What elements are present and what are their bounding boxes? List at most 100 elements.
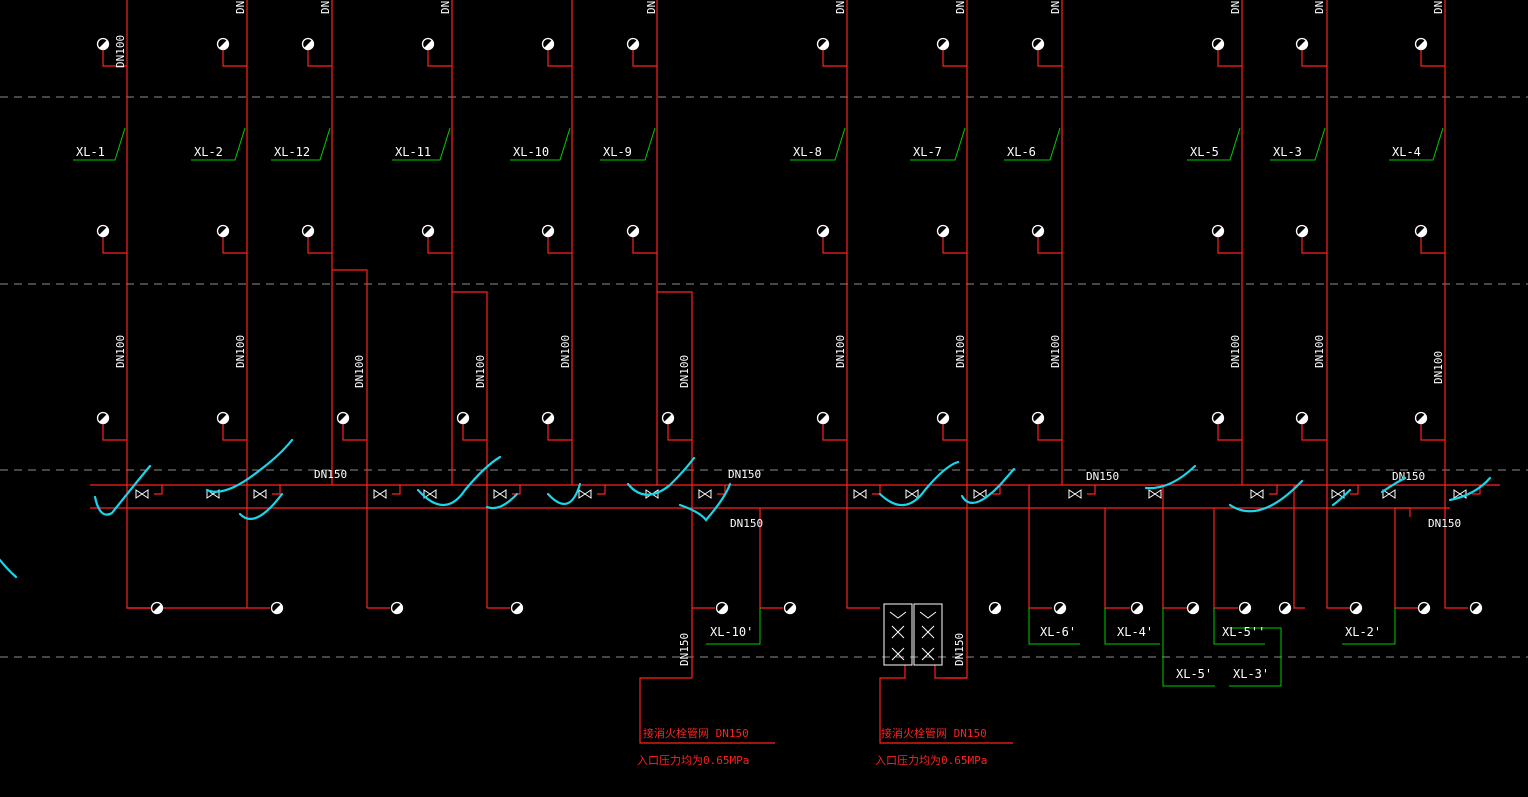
riser-label: XL-6 xyxy=(1007,145,1036,159)
pipe-segment xyxy=(942,237,967,254)
hydrant-symbol xyxy=(626,37,640,51)
pipe-size-label: DN100 xyxy=(1229,335,1242,368)
valve-symbol xyxy=(973,489,987,499)
hydrant-fill xyxy=(99,227,109,237)
hydrant-symbol xyxy=(421,224,435,238)
valve-symbol xyxy=(253,489,267,499)
valve-assembly-frame xyxy=(883,603,913,666)
hydrant-symbol xyxy=(1211,224,1225,238)
pipe-segment xyxy=(667,424,692,441)
hydrant-fill xyxy=(939,227,949,237)
pipe-segment xyxy=(392,485,401,495)
hydrant-symbol xyxy=(1211,411,1225,425)
pipe-size-label: DN100 xyxy=(114,335,127,368)
lower-riser-label: XL-2' xyxy=(1345,625,1381,639)
hydrant-symbol xyxy=(1130,601,1144,615)
valve-assembly-frame xyxy=(913,603,943,666)
pipe-size-label: DN150 xyxy=(730,517,763,530)
inlet-note: 接消火栓管网 DN150 xyxy=(881,726,987,740)
valve-symbol xyxy=(1331,489,1345,499)
inlet-pressure-note: 入口压力均为0.65MPa xyxy=(875,754,987,767)
pipe-segment xyxy=(717,485,726,495)
markup-stroke xyxy=(546,482,582,505)
hydrant-fill xyxy=(544,414,554,424)
riser-label-leader xyxy=(191,127,246,161)
pipe-segment xyxy=(822,237,847,254)
pipe-size-label: DN100 xyxy=(474,355,487,388)
hydrant-fill xyxy=(1214,414,1224,424)
pipe-segment xyxy=(759,508,783,609)
pipe-segment xyxy=(547,50,572,67)
hydrant-fill xyxy=(1417,414,1427,424)
pipe-size-label: DN150 xyxy=(728,468,761,481)
hydrant-symbol xyxy=(1211,37,1225,51)
lower-riser-leader xyxy=(1104,608,1160,645)
pipe-size-label: DN150 xyxy=(953,633,966,666)
inlet-note: 接消火栓管网 DN150 xyxy=(643,726,749,740)
riser-label-leader xyxy=(600,127,656,161)
pipe-segment xyxy=(1420,50,1445,67)
pipe-segment xyxy=(632,237,657,254)
valve-body xyxy=(253,489,267,499)
pipe-size-label: DN100 xyxy=(439,0,452,14)
pipe-size-label: DN100 xyxy=(319,0,332,14)
valve-body xyxy=(853,489,867,499)
hydrant-fill xyxy=(786,604,796,614)
pipe-size-label: DN100 xyxy=(834,0,847,14)
valve-body xyxy=(1453,489,1467,499)
hydrant-fill xyxy=(1298,414,1308,424)
hydrant-symbol xyxy=(783,601,797,615)
lower-riser-label: XL-5'' xyxy=(1222,625,1265,639)
pipe-size-label: DN100 xyxy=(1049,0,1062,14)
riser-label-leader xyxy=(73,127,126,161)
markup-stroke xyxy=(485,492,519,510)
floor-lines xyxy=(0,96,1528,658)
hydrant-fill xyxy=(1352,604,1362,614)
hydrant-fill xyxy=(718,604,728,614)
valve-assembly-box xyxy=(913,603,943,666)
valve-symbol xyxy=(493,489,507,499)
valve-body xyxy=(135,489,149,499)
pipe-segment xyxy=(154,485,163,495)
pipe-segment xyxy=(1028,485,1052,609)
markup-stroke xyxy=(1228,479,1304,513)
pipe-segment xyxy=(822,50,847,67)
riser-label-leader xyxy=(392,127,451,161)
pipe-segment xyxy=(1269,485,1278,495)
valve-symbol xyxy=(905,489,919,499)
hydrant-symbol xyxy=(1414,411,1428,425)
hydrant-symbol xyxy=(1031,411,1045,425)
pipe-size-label: DN150 xyxy=(678,633,691,666)
pipe-size-label: DN150 xyxy=(1392,470,1425,483)
hydrant-symbol xyxy=(816,37,830,51)
riser-label-leader xyxy=(510,127,571,161)
valve-body xyxy=(206,489,220,499)
pipe-segment xyxy=(992,485,1001,495)
markup-stroke xyxy=(93,464,152,516)
hydrant-symbol xyxy=(1414,37,1428,51)
pipe-segment xyxy=(1037,50,1062,67)
hydrant-fill xyxy=(424,227,434,237)
hydrant-fill xyxy=(1472,604,1482,614)
pipe-segment xyxy=(547,237,572,254)
hydrant-fill xyxy=(1417,40,1427,50)
pipe-segment xyxy=(1444,485,1468,609)
pipe-segment xyxy=(597,485,606,495)
pipe-segment xyxy=(822,424,847,441)
lower-riser-label: XL-3' xyxy=(1233,667,1269,681)
hydrant-fill xyxy=(339,414,349,424)
hydrant-fill xyxy=(629,40,639,50)
hydrant-symbols xyxy=(96,37,1483,615)
hydrant-fill xyxy=(991,604,1001,614)
hydrant-fill xyxy=(544,40,554,50)
hydrant-symbol xyxy=(456,411,470,425)
hydrant-symbol xyxy=(150,601,164,615)
hydrant-fill xyxy=(819,227,829,237)
valve-body xyxy=(1068,489,1082,499)
markup-stroke xyxy=(238,492,284,520)
pipe-segment xyxy=(547,424,572,441)
hydrant-symbol xyxy=(541,411,555,425)
pipe-segment xyxy=(934,665,967,679)
valve-symbol xyxy=(853,489,867,499)
hydrant-fill xyxy=(304,227,314,237)
